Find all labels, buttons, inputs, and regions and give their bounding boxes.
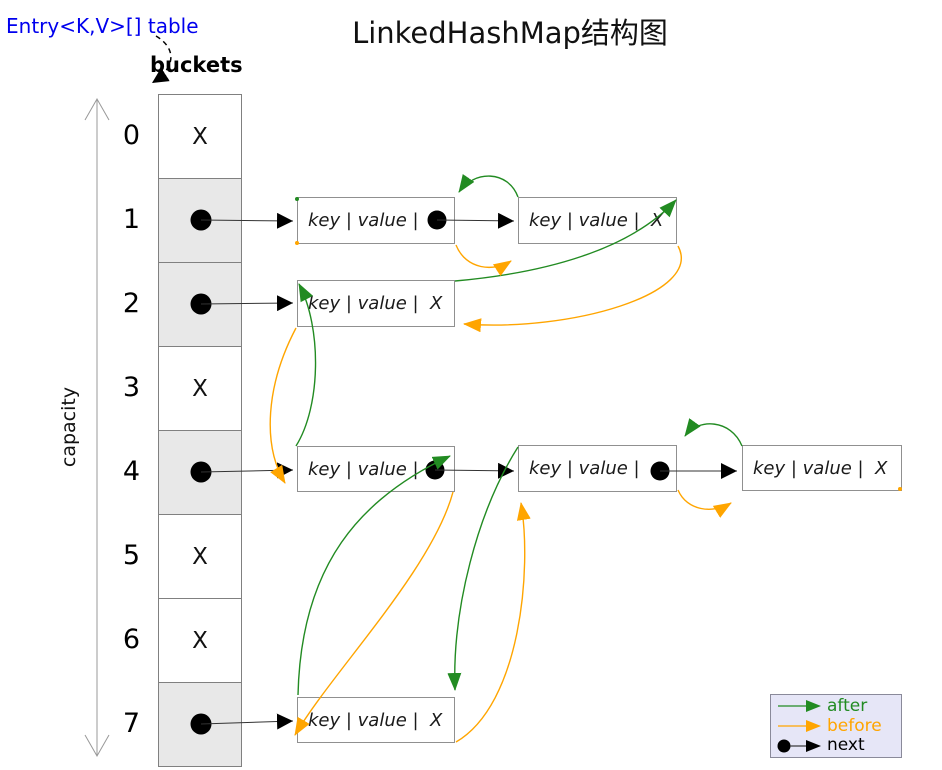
entry-b4-0: key | value | (297, 446, 455, 492)
entry-b4-1: key | value | (518, 445, 677, 492)
bucket-value-3: X (192, 375, 208, 402)
bucket-index-2: 2 (122, 288, 140, 319)
bucket-cell-0: X (158, 94, 242, 179)
entry-text: key | value | (308, 458, 419, 480)
entry-text: key | value | (529, 458, 640, 479)
diagram-title: LinkedHashMap结构图 (352, 16, 668, 50)
before-arrow-loop-row1 (455, 244, 512, 277)
bucket-index-5: 5 (122, 540, 140, 571)
capacity-axis (84, 97, 110, 758)
legend-next-label: next (827, 735, 865, 756)
entry-text: key | value | X (308, 709, 443, 731)
capacity-label: capacity (58, 386, 80, 468)
buckets-label: buckets (150, 53, 243, 77)
before-arrow-icon (778, 720, 821, 732)
before-arrow-e2-e3 (463, 245, 682, 333)
legend-row-before: before (775, 715, 901, 736)
after-arrow-loop-row4 (684, 418, 743, 447)
after-arrow-icon (778, 700, 821, 713)
bucket-index-3: 3 (122, 372, 140, 403)
entry-b2-0: key | value | X (297, 280, 455, 327)
before-arrow-loop-row4 (677, 489, 732, 518)
entry-b1-1: key | value | X (518, 197, 677, 244)
legend: after before next (770, 694, 902, 758)
legend-row-next: next (775, 736, 901, 755)
after-arrow-e5-e7 (447, 446, 519, 691)
entry-text: key | value | X (753, 457, 888, 479)
bucket-cell-7 (158, 682, 242, 767)
entry-text: key | value | X (529, 210, 664, 231)
legend-after-label: after (827, 695, 868, 716)
entry-text: key | value | X (308, 293, 443, 314)
bucket-cell-2 (158, 262, 242, 347)
bucket-index-6: 6 (122, 624, 140, 655)
entry-b1-0: key | value | (297, 197, 455, 244)
bucket-array: X X X X (158, 94, 242, 768)
entry-b4-2: key | value | X (742, 445, 902, 491)
bucket-cell-5: X (158, 514, 242, 599)
after-arrow-loop-row1 (458, 174, 519, 198)
bucket-cell-4 (158, 430, 242, 515)
bucket-index-4: 4 (122, 456, 140, 487)
bucket-value-6: X (192, 627, 208, 654)
bucket-cell-1 (158, 178, 242, 263)
entry-text: key | value | (308, 210, 419, 231)
entry-table-label: Entry<K,V>[] table (6, 14, 199, 38)
bucket-index-7: 7 (122, 708, 140, 739)
before-arrow-e3-e4 (269, 327, 297, 484)
legend-row-after: after (775, 695, 901, 716)
entry-b7-0: key | value | X (297, 697, 455, 743)
bucket-index-1: 1 (122, 204, 140, 235)
before-arrow-e7-e5 (455, 502, 531, 743)
bucket-cell-3: X (158, 346, 242, 431)
bucket-value-5: X (192, 543, 208, 570)
next-arrow-icon (777, 739, 821, 753)
bucket-cell-6: X (158, 598, 242, 683)
legend-before-label: before (827, 715, 882, 736)
bucket-value-0: X (192, 123, 208, 150)
bucket-index-0: 0 (122, 120, 140, 151)
